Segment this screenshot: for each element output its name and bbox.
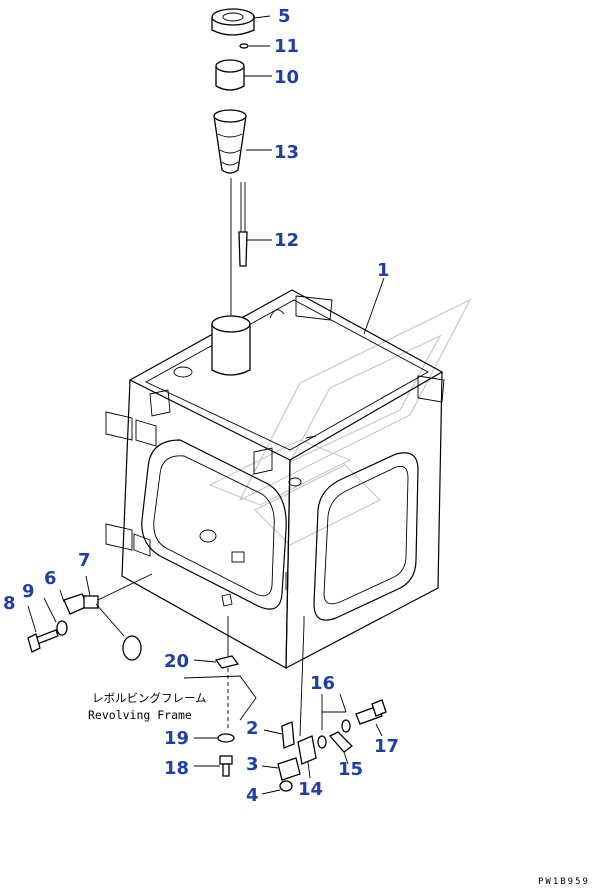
part-10-ring	[215, 59, 272, 91]
part-14-drain-valve	[297, 735, 317, 779]
callout-4: 4	[246, 785, 259, 806]
part-4-plug	[261, 780, 293, 795]
part-5-cap	[211, 8, 271, 36]
part-9-washer	[56, 620, 68, 636]
callout-17: 17	[374, 736, 399, 757]
callout-9: 9	[22, 581, 35, 602]
part-6-sensor	[63, 593, 99, 615]
callout-15: 15	[338, 759, 363, 780]
part-17-bolt	[355, 699, 387, 737]
callout-1: 1	[377, 260, 390, 281]
note-english: Revolving Frame	[88, 708, 192, 722]
part-11-pin	[239, 43, 270, 49]
callout-10: 10	[274, 67, 299, 88]
callout-13: 13	[274, 142, 299, 163]
callout-8: 8	[3, 593, 16, 614]
callout-16: 16	[310, 673, 335, 694]
callout-18: 18	[164, 758, 189, 779]
callout-7: 7	[78, 550, 91, 571]
filler-neck	[211, 315, 251, 376]
part-20-plate	[193, 655, 240, 669]
part-8-bolt	[27, 629, 59, 653]
part-13-strainer	[213, 109, 272, 174]
callout-12: 12	[274, 230, 299, 251]
watermark-logo	[208, 298, 472, 546]
part-2-fitting	[263, 721, 295, 749]
part-3-elbow	[261, 757, 301, 781]
callout-6: 6	[44, 568, 57, 589]
note-japanese: レボルビングフレーム	[92, 691, 207, 705]
part-19-washer	[194, 733, 235, 743]
drawing-code: PW1B959	[538, 877, 590, 887]
callout-2: 2	[246, 718, 259, 739]
part-7-float	[95, 573, 153, 661]
callout-20: 20	[164, 651, 189, 672]
hydraulic-tank	[105, 289, 445, 670]
callout-14: 14	[298, 779, 323, 800]
part-12-gauge-rod	[238, 182, 272, 267]
callout-3: 3	[246, 754, 259, 775]
part-15-bolt	[328, 731, 353, 765]
part-16-washers	[317, 693, 351, 749]
part-18-bolt	[194, 755, 233, 777]
callout-5: 5	[278, 6, 291, 27]
callout-11: 11	[274, 36, 299, 57]
callout-19: 19	[164, 728, 189, 749]
